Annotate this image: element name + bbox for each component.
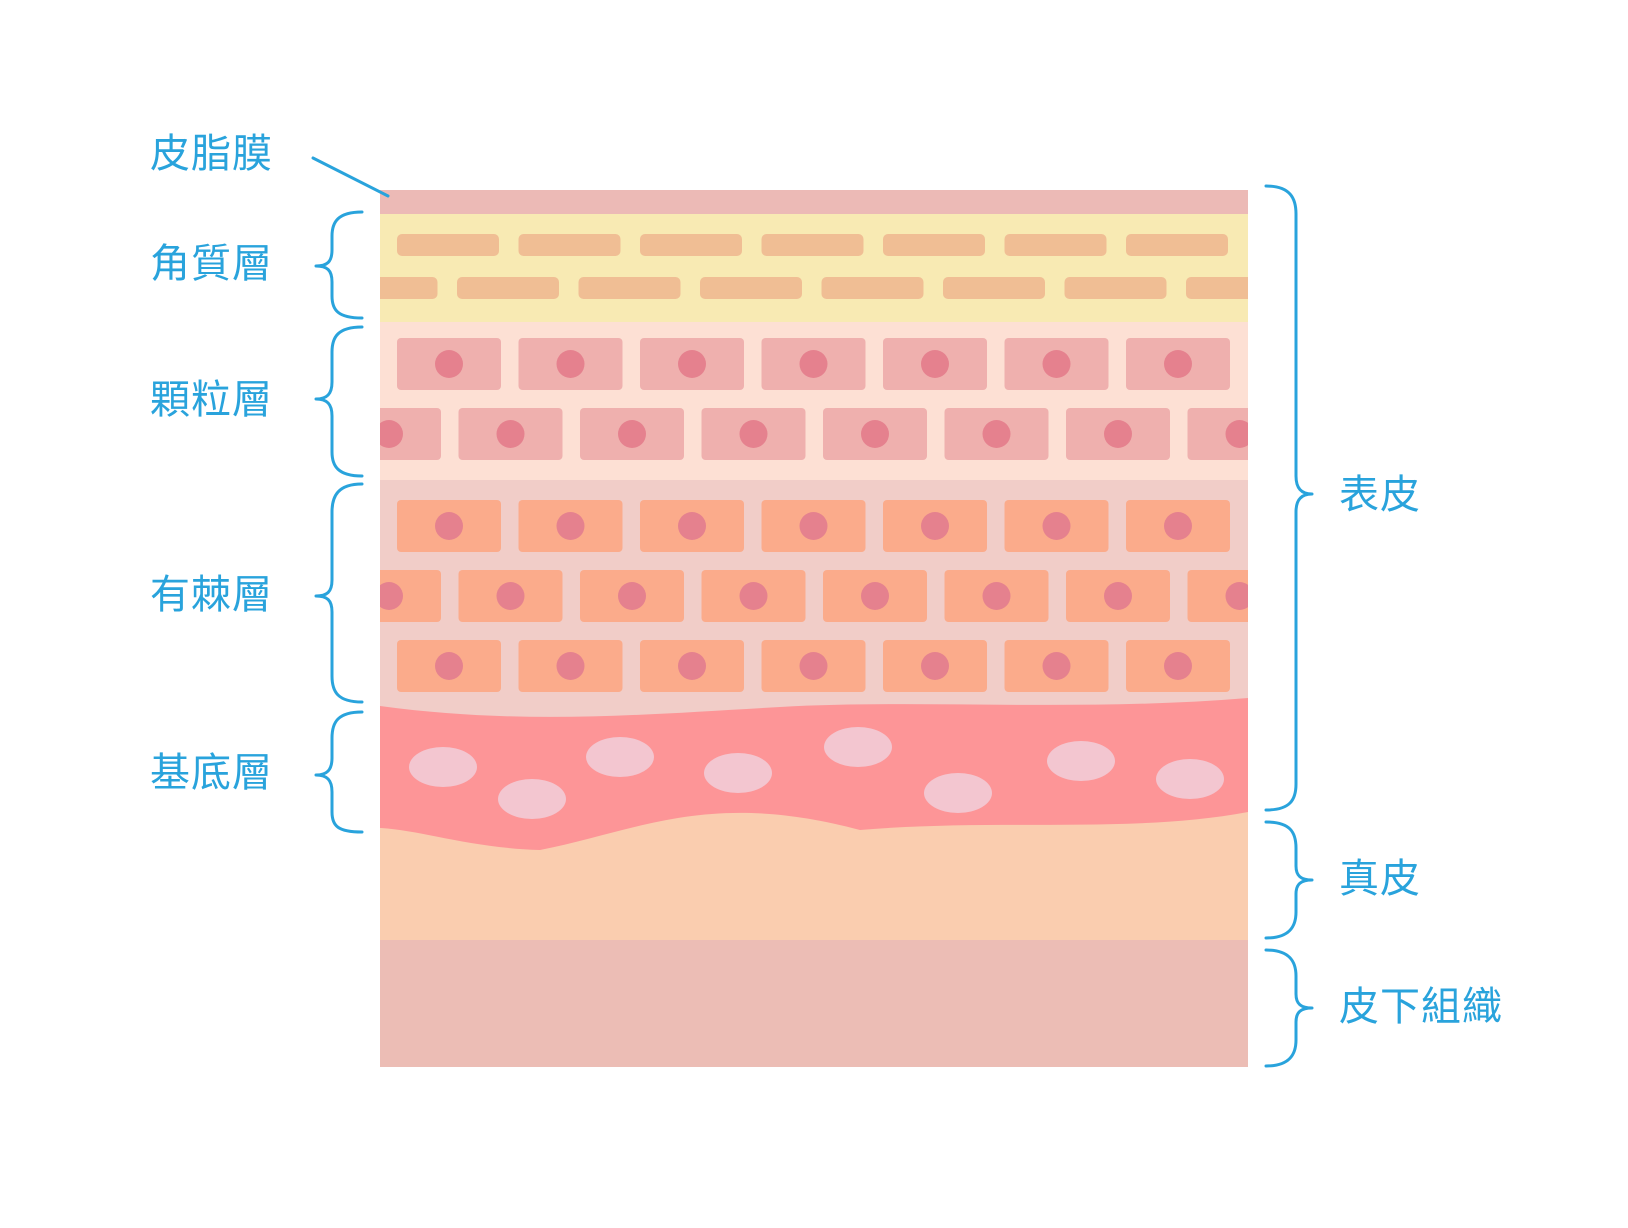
granular-nucleus [982, 420, 1011, 448]
granular-nucleus [921, 350, 949, 378]
basal-layer [380, 698, 1248, 850]
subcutis-label: 皮下組織 [1339, 984, 1503, 1030]
spinous-cell [1187, 570, 1248, 622]
spinous-nucleus [921, 512, 949, 540]
spinous-nucleus [556, 652, 585, 680]
granular-cell [380, 408, 441, 460]
sebum-layer [380, 190, 1248, 214]
granular-nucleus [496, 420, 525, 448]
corneum-cell [700, 277, 802, 299]
corneum-cell [640, 234, 742, 256]
granular-nucleus [739, 420, 768, 448]
dermis-brace [1264, 820, 1314, 940]
epidermis-brace [1264, 184, 1314, 812]
granular-nucleus [380, 420, 403, 448]
basal-cell [1156, 759, 1224, 799]
spinous-nucleus [380, 582, 403, 610]
corneum-cell [518, 234, 621, 256]
spinous-nucleus [1164, 652, 1192, 680]
granular-label: 顆粒層 [150, 377, 273, 423]
corneum-layer [380, 214, 1248, 322]
corneum-brace [314, 210, 364, 320]
basal-cell [924, 773, 992, 813]
corneum-cell [380, 277, 438, 299]
spinous-nucleus [556, 512, 585, 540]
basal-cell [824, 727, 892, 767]
corneum-cell [1064, 277, 1167, 299]
corneum-label: 角質層 [150, 241, 273, 287]
spinous-nucleus [678, 652, 706, 680]
granular-nucleus [556, 350, 585, 378]
dermis-label: 真皮 [1339, 856, 1421, 902]
granular-nucleus [799, 350, 828, 378]
basal-brace [314, 710, 364, 834]
corneum-cell [397, 234, 499, 256]
corneum-cell [761, 234, 864, 256]
corneum-cell [1004, 234, 1107, 256]
corneum-cell [821, 277, 924, 299]
corneum-cell [457, 277, 559, 299]
basal-cell [586, 737, 654, 777]
subcutis-layer [380, 930, 1248, 1067]
epidermis-label: 表皮 [1339, 472, 1421, 518]
granular-nucleus [1164, 350, 1192, 378]
granular-nucleus [678, 350, 706, 378]
corneum-cell [1186, 277, 1248, 299]
granular-nucleus [1225, 420, 1248, 448]
spinous-nucleus [1042, 652, 1071, 680]
spinous-nucleus [435, 652, 463, 680]
spinous-nucleus [982, 582, 1011, 610]
basal-cell [704, 753, 772, 793]
sebum-label: 皮脂膜 [150, 131, 273, 177]
basal-cell [1047, 741, 1115, 781]
granular-cell [1187, 408, 1248, 460]
basal-label: 基底層 [150, 750, 273, 796]
corneum-cell [943, 277, 1045, 299]
spinous-nucleus [496, 582, 525, 610]
spinous-brace [314, 482, 364, 704]
spinous-nucleus [739, 582, 768, 610]
spinous-nucleus [1225, 582, 1248, 610]
spinous-nucleus [921, 652, 949, 680]
basal-cell [409, 747, 477, 787]
spinous-nucleus [618, 582, 646, 610]
corneum-cell [578, 277, 681, 299]
spinous-nucleus [1042, 512, 1071, 540]
spinous-nucleus [861, 582, 889, 610]
spinous-nucleus [1104, 582, 1132, 610]
spinous-nucleus [1164, 512, 1192, 540]
corneum-cell [883, 234, 985, 256]
granular-brace [314, 325, 364, 478]
spinous-nucleus [435, 512, 463, 540]
subcutis-brace [1264, 948, 1314, 1068]
sebum-pointer-line [311, 156, 390, 198]
granular-nucleus [435, 350, 463, 378]
granular-nucleus [861, 420, 889, 448]
granular-nucleus [1104, 420, 1132, 448]
granular-nucleus [618, 420, 646, 448]
spinous-label: 有棘層 [150, 572, 273, 618]
granular-nucleus [1042, 350, 1071, 378]
spinous-nucleus [678, 512, 706, 540]
spinous-nucleus [799, 652, 828, 680]
spinous-cell [380, 570, 441, 622]
basal-cell [498, 779, 566, 819]
corneum-cell [1126, 234, 1228, 256]
spinous-nucleus [799, 512, 828, 540]
